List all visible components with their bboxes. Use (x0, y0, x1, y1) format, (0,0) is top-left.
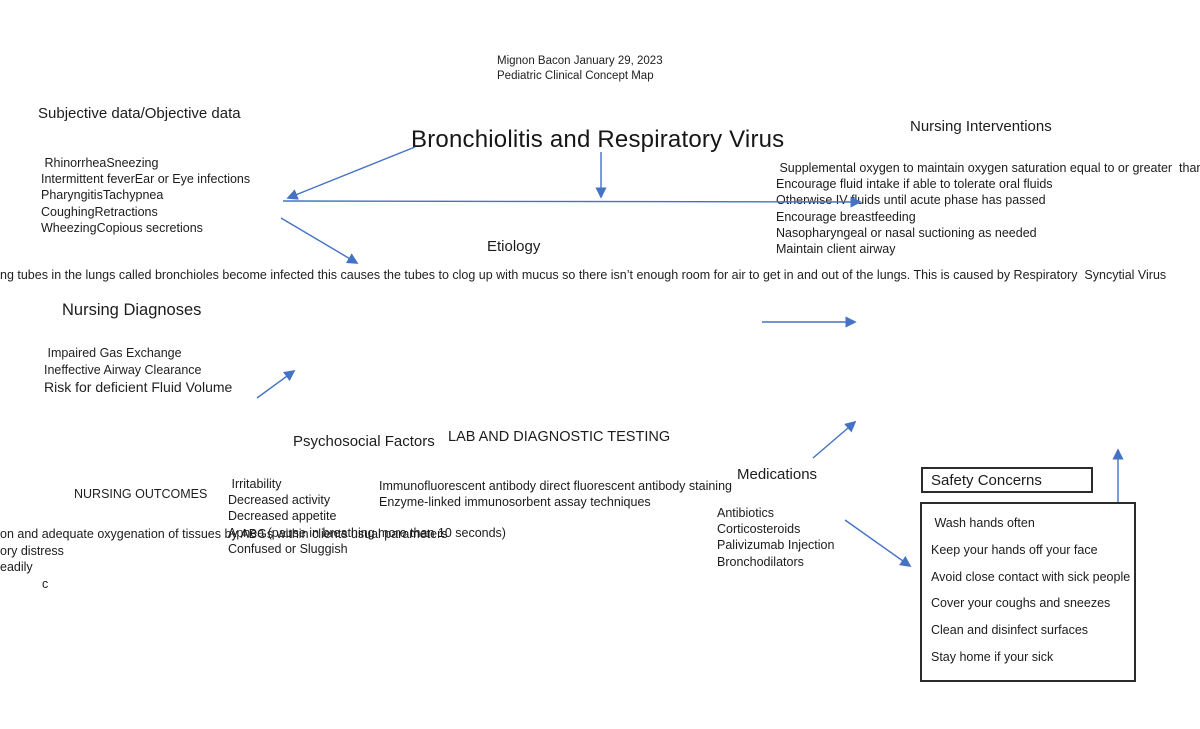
list-item: Decreased activity (228, 493, 331, 508)
list-item: RhinorrheaSneezing (41, 156, 159, 170)
list-item: Corticosteroids (717, 522, 801, 537)
list-item: Immunofluorescent antibody direct fluore… (379, 479, 732, 493)
arrow-title-to-subjective (286, 146, 416, 200)
arrow-diagnoses-up-right (256, 370, 296, 399)
list-item: Ineffective Airway Clearance (44, 362, 202, 377)
list-item: Keep your hands off your face (931, 542, 1098, 557)
outcome-line: ory distress (0, 544, 64, 558)
nursing-diagnoses-list: Impaired Gas Exchange Ineffective Airway… (44, 345, 232, 396)
list-item: Wash hands often (931, 516, 1035, 530)
list-item: Nasopharyngeal or nasal suctioning as ne… (776, 225, 1037, 240)
list-item: Encourage breastfeeding (776, 209, 916, 224)
list-item: Confused or Sluggish (228, 541, 348, 556)
list-item: CoughingRetractions (41, 204, 158, 219)
list-item: Bronchodilators (717, 554, 804, 569)
arrow-medications-up-right (812, 420, 857, 459)
outcome-line: eadily (0, 560, 33, 574)
list-item: Otherwise IV fluids until acute phase ha… (776, 193, 1046, 208)
safety-concerns-heading: Safety Concerns (931, 471, 1042, 489)
nursing-interventions-list: Supplemental oxygen to maintain oxygen s… (776, 160, 1200, 257)
psychosocial-factors-list: Irritability Decreased activity Decrease… (228, 476, 506, 557)
lab-diagnostic-heading: LAB AND DIAGNOSTIC TESTING (448, 429, 671, 445)
lab-diagnostic-list: Immunofluorescent antibody direct fluore… (379, 478, 732, 510)
medications-list: Antibiotics Corticosteroids Palivizumab … (717, 505, 834, 570)
subjective-data-heading: Subjective data/Objective data (38, 105, 241, 122)
nursing-diagnoses-heading: Nursing Diagnoses (62, 301, 202, 319)
main-title: Bronchiolitis and Respiratory Virus (411, 126, 785, 153)
safety-concerns-title-box: Safety Concerns (921, 467, 1093, 493)
list-item: Apnea (pause in breathing more than 10 s… (228, 525, 506, 540)
list-item: Impaired Gas Exchange (44, 346, 182, 360)
document-header: Mignon Bacon January 29, 2023 Pediatric … (497, 54, 663, 84)
list-item: Decreased appetite (228, 509, 337, 524)
list-item: Supplemental oxygen to maintain oxygen s… (776, 161, 1200, 175)
list-item: Cover your coughs and sneezes (931, 596, 1111, 611)
psychosocial-factors-heading: Psychosocial Factors (293, 433, 435, 450)
arrow-to-etiology-text (280, 217, 359, 264)
list-item: Antibiotics (717, 506, 774, 520)
subjective-data-list: RhinorrheaSneezing Intermittent feverEar… (41, 155, 250, 236)
list-item: WheezingCopious secretions (41, 220, 203, 235)
arrow-to-safety-box (844, 519, 912, 567)
list-item: Maintain client airway (776, 242, 896, 257)
outcome-line: c (42, 577, 49, 591)
medications-heading: Medications (737, 466, 818, 483)
list-item: Intermittent feverEar or Eye infections (41, 172, 251, 187)
arrow-horizontal-to-interventions (282, 196, 862, 208)
author-date-line: Mignon Bacon January 29, 2023 (497, 55, 663, 67)
safety-concerns-box: Wash hands often Keep your hands off you… (920, 502, 1136, 682)
list-item: PharyngitisTachypnea (41, 188, 164, 203)
list-item: Stay home if your sick (931, 649, 1054, 664)
list-item: Enzyme-linked immunosorbent assay techni… (379, 495, 651, 510)
list-item: Palivizumab Injection (717, 538, 835, 553)
etiology-text: ng tubes in the lungs called bronchioles… (0, 268, 1167, 282)
nursing-interventions-heading: Nursing Interventions (910, 118, 1052, 135)
nursing-outcomes-heading: NURSING OUTCOMES (74, 487, 208, 501)
list-item: Avoid close contact with sick people (931, 569, 1131, 584)
etiology-heading: Etiology (487, 238, 541, 255)
document-subtitle: Pediatric Clinical Concept Map (497, 70, 654, 82)
list-item: Irritability (228, 477, 282, 491)
list-item: Clean and disinfect surfaces (931, 623, 1089, 638)
list-item: Encourage fluid intake if able to tolera… (776, 177, 1053, 192)
list-item: Risk for deficient Fluid Volume (44, 379, 233, 395)
outcome-line: on and adequate oxygenation of tissues b… (0, 527, 448, 541)
